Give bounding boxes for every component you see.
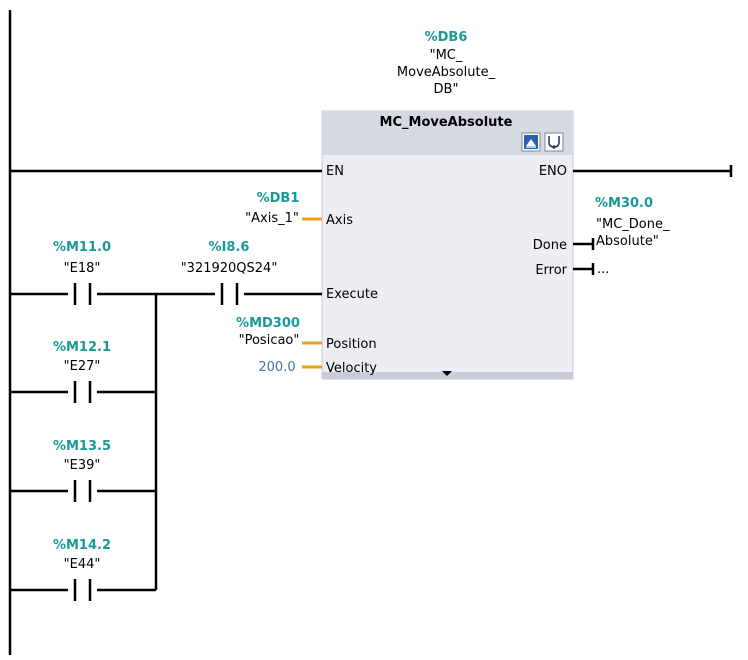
pin-done: Done [533,238,567,253]
pin-position: Position [326,337,377,352]
contact-m11-0[interactable] [68,283,97,305]
block-title: MC_MoveAbsolute [380,115,513,130]
instance-db-name-line2[interactable]: MoveAbsolute_ [397,65,496,80]
contact-i8-6[interactable] [215,283,244,305]
error-value[interactable]: ... [597,262,609,277]
velocity-value[interactable]: 200.0 [258,360,295,375]
done-symbol-line1[interactable]: "MC_Done_ [596,217,670,232]
diagnostics-icon[interactable] [544,132,564,152]
expand-pins-icon[interactable] [442,371,452,376]
contact-m13-5-symbol[interactable]: "E39" [64,458,101,473]
contact-m12-1[interactable] [68,381,97,403]
download-icon[interactable] [521,132,541,152]
contact-m11-0-symbol[interactable]: "E18" [64,261,101,276]
axis-address[interactable]: %DB1 [257,191,300,206]
pin-execute: Execute [326,287,378,302]
contact-m14-2-symbol[interactable]: "E44" [64,557,101,572]
instance-db-name-line1[interactable]: "MC_ [430,48,463,63]
position-symbol[interactable]: "Posicao" [239,333,300,348]
instance-db-address[interactable]: %DB6 [425,30,468,45]
contact-m13-5[interactable] [68,480,97,502]
contact-m13-5-address[interactable]: %M13.5 [53,439,111,454]
pin-axis: Axis [326,213,353,228]
done-address[interactable]: %M30.0 [595,196,653,211]
contact-m12-1-symbol[interactable]: "E27" [64,359,101,374]
contact-i8-6-symbol[interactable]: "321920QS24" [181,261,278,276]
axis-symbol[interactable]: "Axis_1" [245,211,299,226]
contact-m14-2-address[interactable]: %M14.2 [53,538,111,553]
pin-en: EN [326,164,344,179]
position-address[interactable]: %MD300 [236,316,300,331]
contact-i8-6-address[interactable]: %I8.6 [209,240,250,255]
contact-m11-0-address[interactable]: %M11.0 [53,240,111,255]
contact-m14-2[interactable] [68,579,97,601]
done-symbol-line2[interactable]: Absolute" [596,234,659,249]
instance-db-name-line3[interactable]: DB" [434,82,459,97]
pin-error: Error [535,263,567,278]
mc-moveabsolute-block[interactable]: MC_MoveAbsolute EN Axis Execute Position… [321,110,574,380]
pin-eno: ENO [539,164,567,179]
contact-m12-1-address[interactable]: %M12.1 [53,340,111,355]
pin-velocity: Velocity [326,361,377,376]
